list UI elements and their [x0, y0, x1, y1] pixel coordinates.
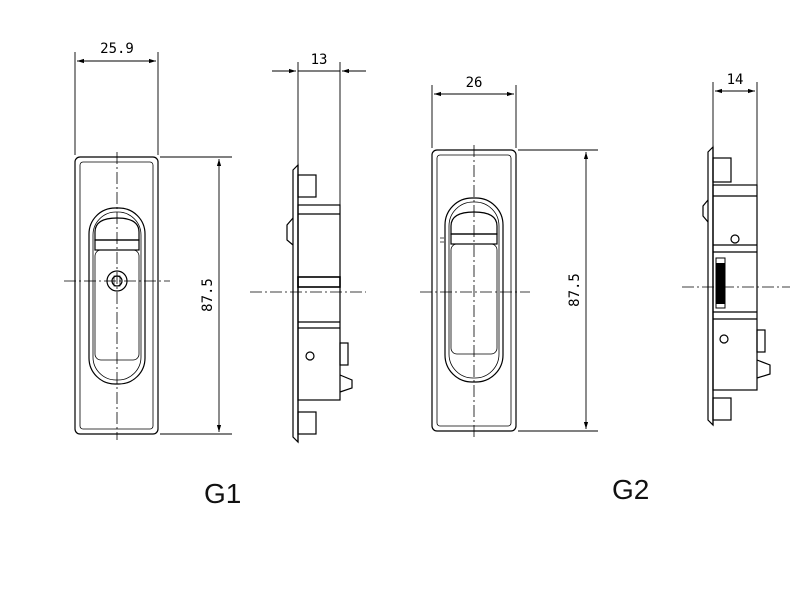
- g2-width-label: 26: [466, 75, 483, 91]
- g1-caption: G1: [204, 478, 242, 509]
- g2-front-centerlines: [420, 145, 530, 440]
- g1-width-dimension: [74, 52, 159, 155]
- g2-caption: G2: [612, 474, 650, 505]
- g1-depth-label: 13: [311, 52, 328, 68]
- g1-side-view: [286, 163, 353, 444]
- g1-depth-dimension: [272, 62, 366, 205]
- g1-height-label: 87.5: [200, 278, 216, 312]
- g2-depth-label: 14: [727, 72, 744, 88]
- g2-height-dimension: [518, 149, 598, 432]
- g2-width-dimension: [431, 85, 517, 148]
- g2-side-view: [702, 145, 771, 427]
- g1-front-centerlines: [64, 152, 170, 440]
- g1-width-label: 25.9: [100, 41, 134, 57]
- g1-front-view: [74, 156, 159, 435]
- g1-height-dimension: [160, 156, 232, 435]
- g2-height-label: 87.5: [567, 273, 583, 307]
- g2-depth-dimension: [712, 82, 758, 185]
